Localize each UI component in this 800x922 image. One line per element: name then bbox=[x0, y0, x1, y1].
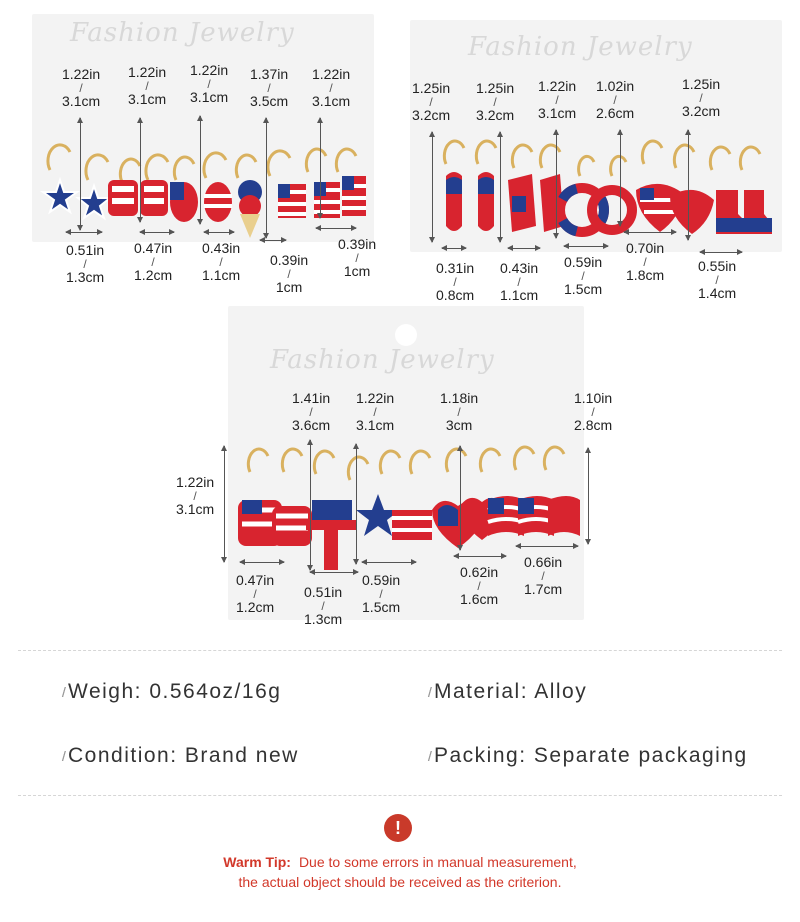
section-divider bbox=[18, 795, 782, 796]
width-label: 0.62in/1.6cm bbox=[460, 564, 499, 607]
length-arrow bbox=[317, 117, 323, 219]
length-label: 1.22in/3.1cm bbox=[312, 66, 351, 109]
length-arrow bbox=[77, 117, 83, 231]
section-divider bbox=[18, 650, 782, 651]
width-arrow bbox=[361, 559, 417, 565]
width-arrow bbox=[65, 229, 103, 235]
length-arrow bbox=[685, 129, 691, 241]
length-arrow bbox=[263, 117, 269, 239]
width-arrow bbox=[623, 229, 677, 235]
length-label: 1.22in/3.1cm bbox=[190, 62, 229, 105]
card-hang-hole bbox=[395, 324, 417, 346]
length-label: 1.18in/3cm bbox=[440, 390, 479, 433]
length-label: 1.37in/3.5cm bbox=[250, 66, 289, 109]
width-arrow bbox=[453, 553, 507, 559]
width-label: 0.51in/1.3cm bbox=[304, 584, 343, 627]
warm-tip-line-1: Warm Tip:Due to some errors in manual me… bbox=[223, 854, 577, 870]
width-arrow bbox=[563, 243, 609, 249]
length-label: 1.10in/2.8cm bbox=[574, 390, 613, 433]
width-arrow bbox=[699, 249, 743, 255]
card-watermark: Fashion Jewelry bbox=[270, 345, 495, 375]
spec-condition: //Condition: Brand new bbox=[62, 744, 299, 767]
spec-weigh: //Weigh: 0.564oz/16g bbox=[62, 680, 282, 703]
width-label: 0.47in/1.2cm bbox=[134, 240, 173, 283]
width-label: 0.43in/1.1cm bbox=[202, 240, 241, 283]
width-arrow bbox=[507, 245, 541, 251]
width-label: 0.51in/1.3cm bbox=[66, 242, 105, 285]
length-label: 1.22in/3.1cm bbox=[538, 78, 577, 121]
length-label: 1.22in/3.1cm bbox=[356, 390, 395, 433]
card-watermark: Fashion Jewelry bbox=[70, 18, 295, 48]
length-label: 1.22in/3.1cm bbox=[176, 474, 215, 517]
length-arrow bbox=[617, 129, 623, 227]
length-arrow bbox=[307, 439, 313, 571]
width-arrow bbox=[203, 229, 235, 235]
length-arrow bbox=[497, 131, 503, 243]
width-label: 0.47in/1.2cm bbox=[236, 572, 275, 615]
width-label: 0.55in/1.4cm bbox=[698, 258, 737, 301]
length-arrow bbox=[457, 445, 463, 551]
length-label: 1.25in/3.2cm bbox=[412, 80, 451, 123]
spec-packing: //Packing: Separate packaging bbox=[428, 744, 748, 767]
star-charm bbox=[39, 176, 81, 215]
length-label: 1.25in/3.2cm bbox=[682, 76, 721, 119]
length-label: 1.41in/3.6cm bbox=[292, 390, 331, 433]
width-label: 0.39in/1cm bbox=[338, 236, 377, 279]
length-arrow bbox=[553, 129, 559, 239]
length-arrow bbox=[137, 117, 143, 223]
warm-tip-line-2: the actual object should be received as … bbox=[238, 874, 562, 890]
length-label: 1.25in/3.2cm bbox=[476, 80, 515, 123]
width-label: 0.59in/1.5cm bbox=[564, 254, 603, 297]
width-arrow bbox=[259, 237, 287, 243]
width-label: 0.43in/1.1cm bbox=[500, 260, 539, 303]
earring-card-bottom bbox=[228, 306, 584, 620]
width-arrow bbox=[315, 225, 357, 231]
width-arrow bbox=[139, 229, 175, 235]
length-arrow bbox=[585, 447, 591, 545]
length-label: 1.22in/3.1cm bbox=[62, 66, 101, 109]
width-label: 0.66in/1.7cm bbox=[524, 554, 563, 597]
card-watermark: Fashion Jewelry bbox=[468, 32, 693, 62]
warning-icon: ! bbox=[384, 814, 412, 842]
length-arrow bbox=[429, 131, 435, 243]
width-label: 0.31in/0.8cm bbox=[436, 260, 475, 303]
length-label: 1.02in/2.6cm bbox=[596, 78, 635, 121]
width-label: 0.70in/1.8cm bbox=[626, 240, 665, 283]
length-label: 1.22in/3.1cm bbox=[128, 64, 167, 107]
length-arrow bbox=[353, 443, 359, 565]
width-arrow bbox=[309, 569, 359, 575]
width-label: 0.39in/1cm bbox=[270, 252, 309, 295]
star-charm bbox=[75, 182, 113, 221]
width-arrow bbox=[441, 245, 467, 251]
length-arrow bbox=[197, 115, 203, 225]
width-label: 0.59in/1.5cm bbox=[362, 572, 401, 615]
spec-material: //Material: Alloy bbox=[428, 680, 588, 703]
length-arrow bbox=[221, 445, 227, 563]
width-arrow bbox=[515, 543, 579, 549]
width-arrow bbox=[239, 559, 285, 565]
